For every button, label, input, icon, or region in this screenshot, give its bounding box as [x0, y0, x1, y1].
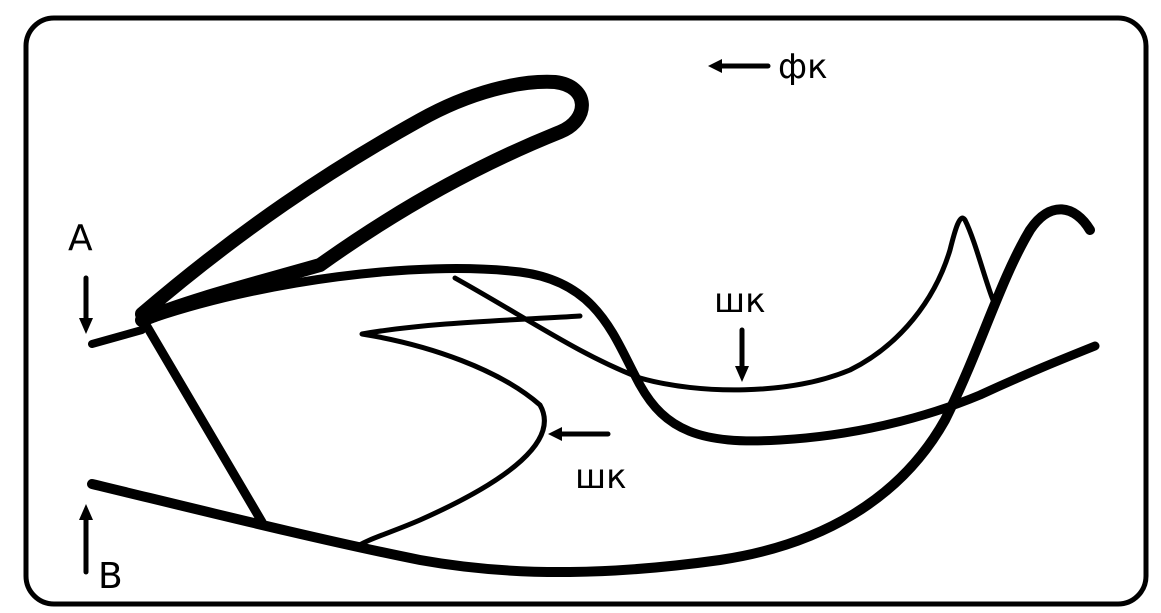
b-label: B [98, 556, 123, 597]
lower-arc-curve [92, 209, 1090, 572]
a-arrow-head [79, 318, 93, 334]
line-a [92, 330, 142, 344]
fk-arrow-head [708, 59, 722, 73]
left-diagonal-line [142, 318, 262, 522]
shk-lower-label: шк [575, 457, 627, 497]
shk-lower-arrow-head [548, 427, 562, 441]
upper-lobe-curve [142, 82, 582, 320]
thin-inner-loop [355, 316, 580, 548]
b-arrow-head [79, 504, 93, 520]
a-label: A [68, 218, 93, 259]
shk-upper-label: шк [714, 281, 766, 321]
fk-label: фк [778, 47, 828, 87]
shk-upper-arrow-head [735, 366, 749, 382]
